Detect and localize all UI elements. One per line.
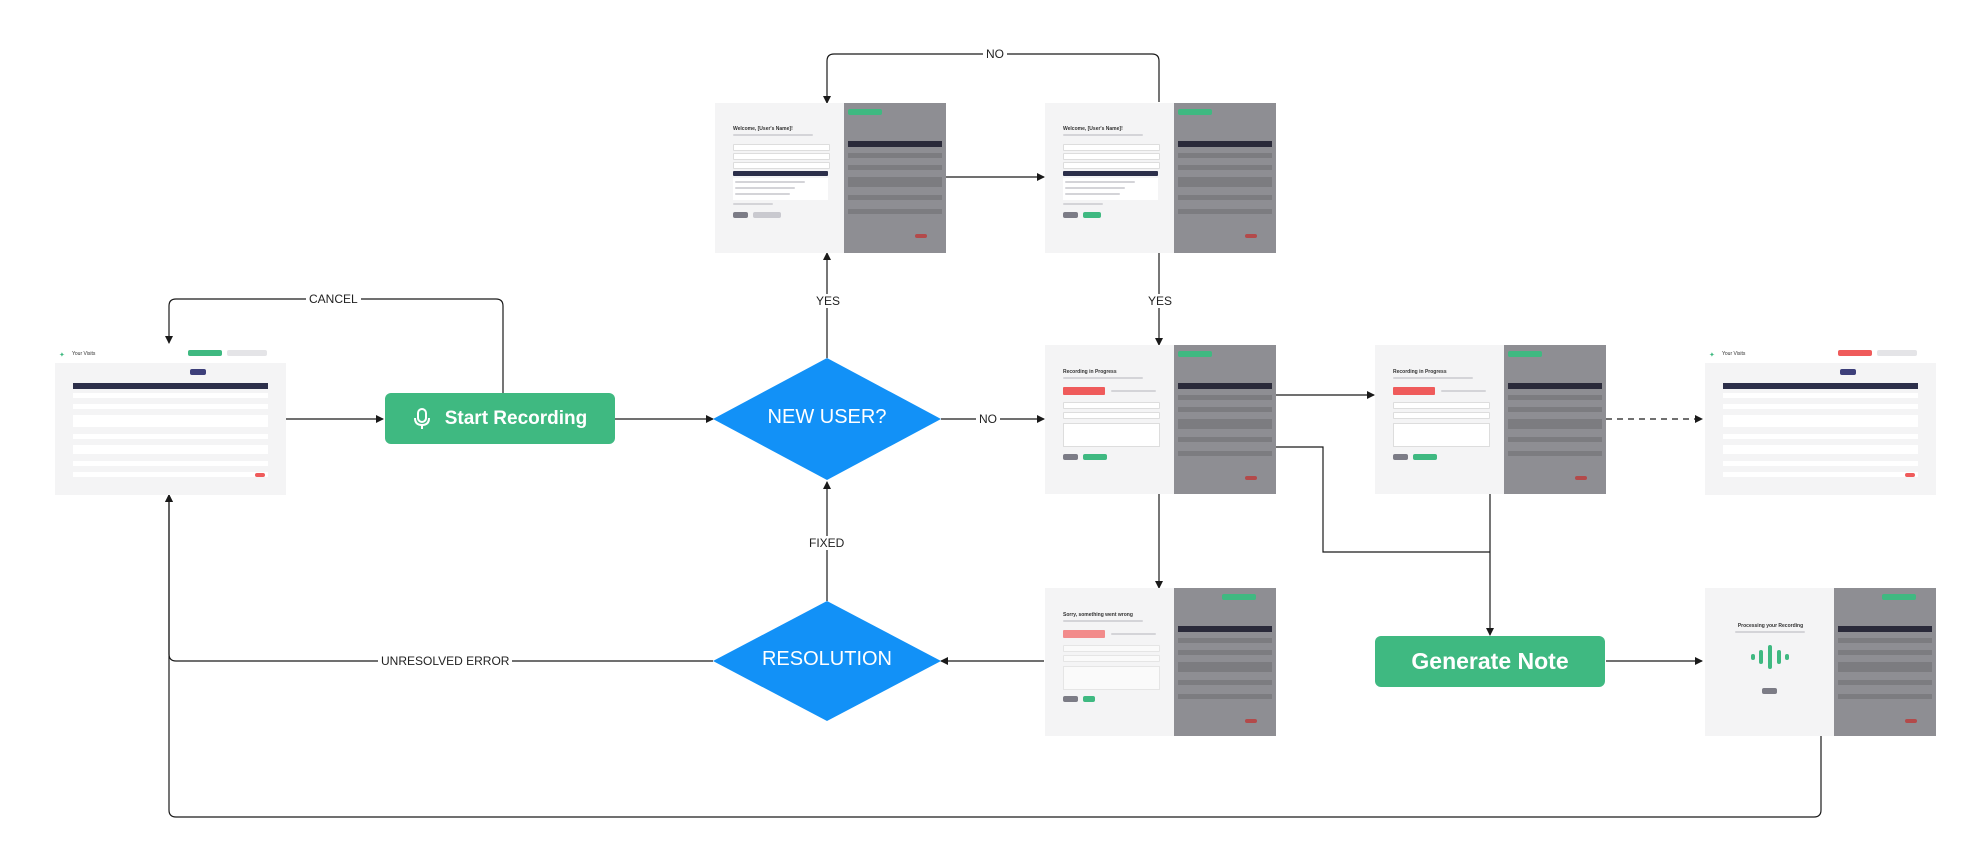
screen-title: Welcome, [User's Name]! [733,126,793,132]
generate-note-node: Generate Note [1375,636,1605,687]
new-user-diamond [713,358,941,480]
edge-processing-to-visits [165,494,1822,818]
edge-label-no-top: NO [983,47,1007,61]
screen-recording-b: Recording in Progress [1375,345,1606,494]
start-recording-label: Start Recording [444,407,588,429]
edge-no-top [823,53,1160,104]
resolution-diamond [713,601,941,721]
screen-visits-list: ✦ Your Visits [55,345,286,495]
start-recording-node: Start Recording [385,393,615,444]
audio-waveform-icon [1751,645,1789,669]
screen-title: Recording in Progress [1393,369,1447,375]
microphone-icon [413,407,430,429]
screen-welcome-a: Welcome, [User's Name]! [715,103,946,253]
screen-processing: Processing your Recording [1705,588,1936,736]
edge-label-unresolved: UNRESOLVED ERROR [378,654,513,668]
logo-icon: ✦ [59,352,65,359]
generate-note-label: Generate Note [1411,648,1569,674]
edge-label-cancel: CANCEL [306,292,361,306]
screen-title: Welcome, [User's Name]! [1063,126,1123,132]
screen-title: Sorry, something went wrong [1063,612,1133,618]
edge-recording-a-to-generate [1276,446,1490,553]
edge-label-yes-right: YES [1145,294,1176,308]
new-user-label: NEW USER? [767,406,887,428]
screen-title: Recording in Progress [1063,369,1117,375]
edge-label-yes-left: YES [813,294,844,308]
screen-visits-list-end: ✦ Your Visits [1705,345,1936,495]
screen-title: Your Visits [72,351,96,357]
screen-title: Processing your Recording [1737,623,1804,629]
edge-label-fixed: FIXED [806,536,848,550]
resolution-label: RESOLUTION [761,648,893,670]
screen-welcome-b: Welcome, [User's Name]! [1045,103,1276,253]
logo-icon: ✦ [1709,352,1715,359]
screen-recording-a: Recording in Progress [1045,345,1276,494]
screen-error: Sorry, something went wrong [1045,588,1276,736]
screen-title: Your Visits [1722,351,1746,357]
edge-label-no-mid: NO [976,412,1000,426]
edge-unresolved [165,494,713,662]
